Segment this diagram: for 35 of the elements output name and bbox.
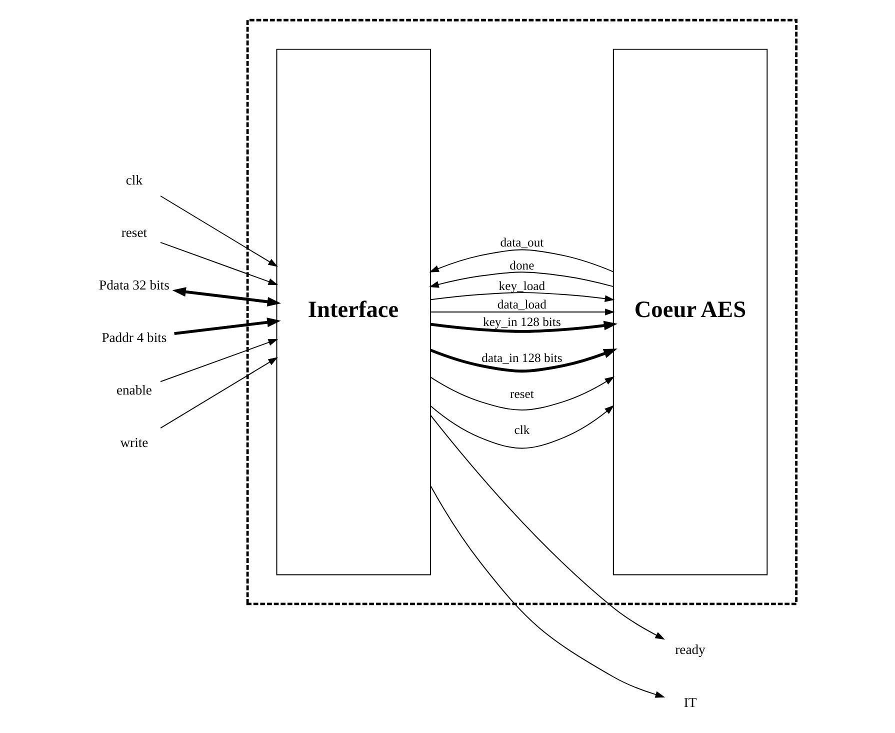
arrow [428, 272, 614, 288]
node-text: reset [120, 224, 147, 240]
arrow [174, 318, 280, 335]
arrow [160, 242, 278, 285]
node-text: Pdata 32 bits [98, 277, 169, 292]
cluster [246, 18, 798, 606]
node-box: Coeur AES [612, 48, 768, 576]
arrow [160, 357, 278, 429]
node-text: IT [683, 694, 696, 710]
arrow [430, 292, 614, 302]
node-text: write [120, 434, 148, 450]
node-text: Paddr 4 bits [101, 330, 166, 345]
edge-label: data_out [500, 235, 544, 250]
arrow [430, 414, 664, 640]
arrow [430, 320, 618, 333]
node-text: enable [116, 382, 152, 398]
edge-label: data_load [496, 298, 546, 312]
arrow [430, 308, 614, 316]
arrow [430, 405, 614, 449]
edge-label: key_load [498, 279, 545, 294]
edge-label: data_in 128 bits [481, 351, 562, 366]
arrow [430, 485, 665, 698]
arrow [160, 339, 278, 382]
arrow [428, 249, 614, 272]
node-box: Interface [276, 48, 430, 576]
node-text: ready [674, 642, 705, 658]
arrow [430, 376, 614, 411]
arrow [172, 287, 280, 306]
edge-label: done [509, 258, 534, 273]
node-text: clk [125, 172, 142, 188]
edge-label: clk [514, 423, 530, 438]
edge-label: reset [510, 387, 534, 402]
arrow [160, 196, 278, 267]
edge-label: key_in 128 bits [482, 315, 560, 330]
arrow [430, 348, 617, 373]
